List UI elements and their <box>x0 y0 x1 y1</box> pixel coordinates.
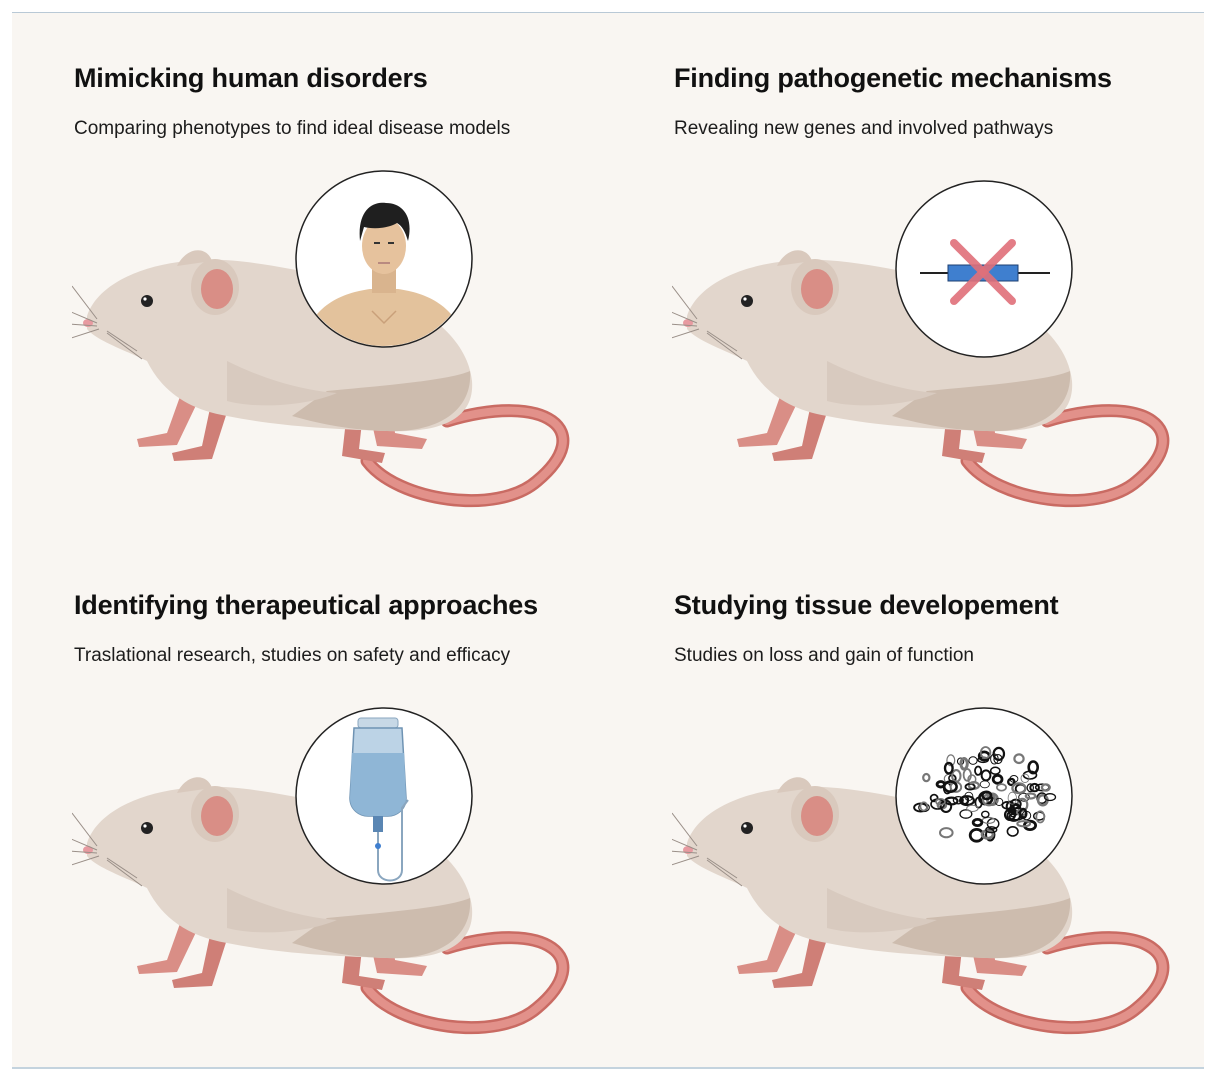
mouse-illustration <box>672 180 1204 561</box>
panel-subtitle: Revealing new genes and involved pathway… <box>674 118 1054 139</box>
gene-knockout-icon <box>895 180 1073 358</box>
panel-studying-tissue-developement: Studying tissue developement Studies on … <box>672 588 1204 1069</box>
mouse-illustration <box>72 707 632 1069</box>
panel-subtitle: Traslational research, studies on safety… <box>74 645 511 666</box>
panel-subtitle: Comparing phenotypes to find ideal disea… <box>74 118 511 139</box>
figure-frame: Mimicking human disorders Comparing phen… <box>12 12 1204 1069</box>
panel-title: Studying tissue developement <box>674 590 1059 620</box>
panel-finding-pathogenetic-mechanisms: Finding pathogenetic mechanisms Revealin… <box>672 61 1204 561</box>
panel-title: Identifying therapeutical approaches <box>74 590 538 620</box>
panel-identifying-therapeutical-approaches: Identifying therapeutical approaches Tra… <box>72 588 632 1069</box>
tissue-cells-icon <box>895 707 1073 885</box>
panel-title: Finding pathogenetic mechanisms <box>674 63 1112 93</box>
panel-subtitle: Studies on loss and gain of function <box>674 645 974 666</box>
human-head-icon <box>295 170 473 348</box>
mouse-illustration <box>72 170 632 561</box>
iv-drip-bag-icon <box>295 707 473 885</box>
mouse-illustration <box>672 707 1204 1069</box>
panel-mimicking-human-disorders: Mimicking human disorders Comparing phen… <box>72 61 632 561</box>
panel-title: Mimicking human disorders <box>74 63 428 93</box>
